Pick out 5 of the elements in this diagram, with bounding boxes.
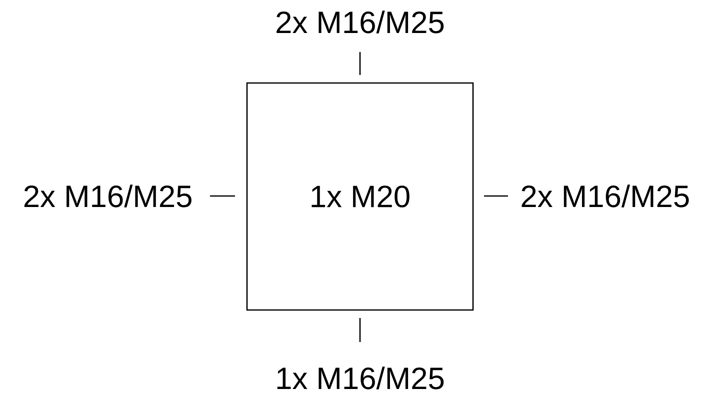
entry-label: 2x M16/M25 — [276, 10, 444, 34]
junction-box: 1x M20 — [246, 82, 474, 311]
entry-label: 2x M16/M25 — [522, 184, 689, 208]
entry-label: 2x M16/M25 — [24, 184, 192, 208]
entry-label: 1x M16/M25 — [277, 366, 444, 390]
